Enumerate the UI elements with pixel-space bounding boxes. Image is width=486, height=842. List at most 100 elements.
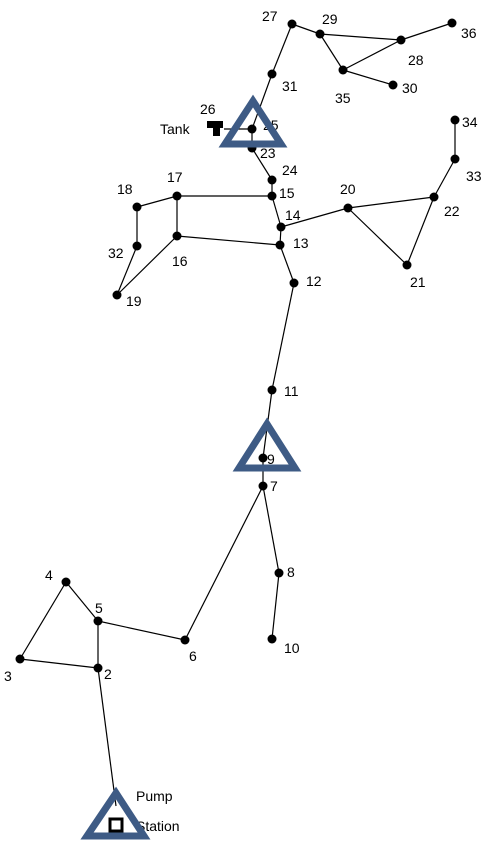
node-label-18: 18 bbox=[117, 181, 133, 197]
node-label-9: 9 bbox=[267, 451, 275, 467]
pipe-24-23 bbox=[251, 147, 273, 181]
marker-layer bbox=[80, 94, 302, 840]
junction-node-28 bbox=[396, 35, 406, 45]
tank-label: Tank bbox=[160, 121, 191, 137]
pipe-5-6 bbox=[97, 620, 186, 641]
junction-node-9 bbox=[258, 453, 268, 463]
junction-node-24 bbox=[267, 175, 277, 185]
node-label-32: 32 bbox=[108, 245, 124, 261]
junction-node-32 bbox=[132, 241, 142, 251]
junction-node-21 bbox=[402, 260, 412, 270]
junction-node-30 bbox=[388, 80, 398, 90]
node-label-8: 8 bbox=[287, 564, 295, 580]
pump-label-line1: Pump bbox=[136, 788, 173, 804]
pipe-35-28 bbox=[342, 39, 402, 71]
pipe-12-13 bbox=[279, 244, 295, 284]
pipe-21-22 bbox=[406, 196, 435, 266]
junction-node-14 bbox=[276, 222, 286, 232]
junction-node-29 bbox=[315, 29, 325, 39]
node-label-2: 2 bbox=[104, 666, 112, 682]
junction-node-25 bbox=[247, 124, 257, 134]
node-label-16: 16 bbox=[172, 253, 188, 269]
junction-node-6 bbox=[180, 635, 190, 645]
node-label-15: 15 bbox=[279, 185, 295, 201]
pipe-29-28 bbox=[319, 33, 402, 41]
node-label-23: 23 bbox=[260, 145, 276, 161]
node-label-19: 19 bbox=[126, 293, 142, 309]
node-label-28: 28 bbox=[408, 52, 424, 68]
junction-node-16 bbox=[172, 231, 182, 241]
triangle-marker-tank-icon bbox=[218, 94, 288, 148]
node-label-21: 21 bbox=[410, 274, 426, 290]
junction-node-31 bbox=[267, 69, 277, 79]
node-label-27: 27 bbox=[262, 8, 278, 24]
node-label-24: 24 bbox=[282, 162, 298, 178]
tank-icon bbox=[207, 121, 223, 136]
pipe-17-18 bbox=[136, 195, 178, 208]
node-label-20: 20 bbox=[340, 181, 356, 197]
node-label-14: 14 bbox=[285, 207, 301, 223]
junction-node-17 bbox=[172, 191, 182, 201]
node-label-4: 4 bbox=[45, 567, 53, 583]
pipe-14-20 bbox=[280, 207, 349, 228]
pipe-7-8 bbox=[262, 485, 280, 574]
junction-node-13 bbox=[275, 240, 285, 250]
junction-node-19 bbox=[112, 290, 122, 300]
node-label-17: 17 bbox=[167, 169, 183, 185]
junction-node-2 bbox=[93, 663, 103, 673]
junction-node-4 bbox=[61, 577, 71, 587]
junction-node-5 bbox=[93, 616, 103, 626]
node-label-31: 31 bbox=[282, 78, 298, 94]
junction-node-22 bbox=[429, 192, 439, 202]
node-label-10: 10 bbox=[284, 640, 300, 656]
node-label-22: 22 bbox=[444, 203, 460, 219]
pipe-p-2 bbox=[97, 667, 117, 807]
node-label-34: 34 bbox=[462, 114, 478, 130]
triangle-marker-pump-icon bbox=[80, 786, 151, 840]
pipe-31-27 bbox=[271, 23, 293, 75]
pipe-20-21 bbox=[347, 207, 408, 266]
node-label-12: 12 bbox=[306, 273, 322, 289]
pipe-25-31 bbox=[251, 73, 273, 130]
pipe-8-10 bbox=[271, 572, 280, 640]
pipe-28-36 bbox=[400, 22, 453, 41]
pipe-20-22 bbox=[347, 196, 435, 209]
pipe-35-30 bbox=[342, 69, 394, 86]
special-layer: Tank Pump Station bbox=[108, 121, 223, 834]
pipe-13-16 bbox=[176, 235, 281, 246]
node-label-36: 36 bbox=[461, 25, 477, 41]
node-label-7: 7 bbox=[270, 478, 278, 494]
pump-label-line2: Station bbox=[136, 818, 180, 834]
pump-station-icon bbox=[108, 817, 124, 833]
node-label-30: 30 bbox=[402, 80, 418, 96]
node-label-33: 33 bbox=[466, 168, 482, 184]
pipe-32-19 bbox=[116, 245, 138, 296]
triangle-marker-node9-icon bbox=[232, 417, 302, 472]
junction-layer bbox=[15, 18, 460, 673]
junction-node-27 bbox=[287, 19, 297, 29]
junction-node-12 bbox=[289, 278, 299, 288]
junction-node-3 bbox=[15, 654, 25, 664]
junction-node-36 bbox=[447, 18, 457, 28]
node-label-5: 5 bbox=[95, 600, 103, 616]
node-label-6: 6 bbox=[189, 648, 197, 664]
node-label-3: 3 bbox=[4, 668, 12, 684]
junction-node-20 bbox=[343, 203, 353, 213]
pipe-3-4 bbox=[19, 581, 67, 660]
label-layer: 2345678910111213141516171819202122232425… bbox=[4, 8, 482, 684]
pipe-14-15 bbox=[271, 195, 282, 228]
pipe-4-5 bbox=[65, 581, 99, 622]
junction-node-15 bbox=[267, 191, 277, 201]
node-label-13: 13 bbox=[293, 235, 309, 251]
junction-node-18 bbox=[132, 202, 142, 212]
pipe-16-19 bbox=[116, 235, 178, 296]
junction-node-33 bbox=[450, 154, 460, 164]
node-label-29: 29 bbox=[322, 11, 338, 27]
node-label-35: 35 bbox=[335, 90, 351, 106]
junction-node-11 bbox=[267, 385, 277, 395]
pipe-29-35 bbox=[319, 33, 344, 71]
junction-node-10 bbox=[267, 634, 277, 644]
junction-node-7 bbox=[258, 481, 268, 491]
pipe-27-29 bbox=[291, 23, 321, 35]
